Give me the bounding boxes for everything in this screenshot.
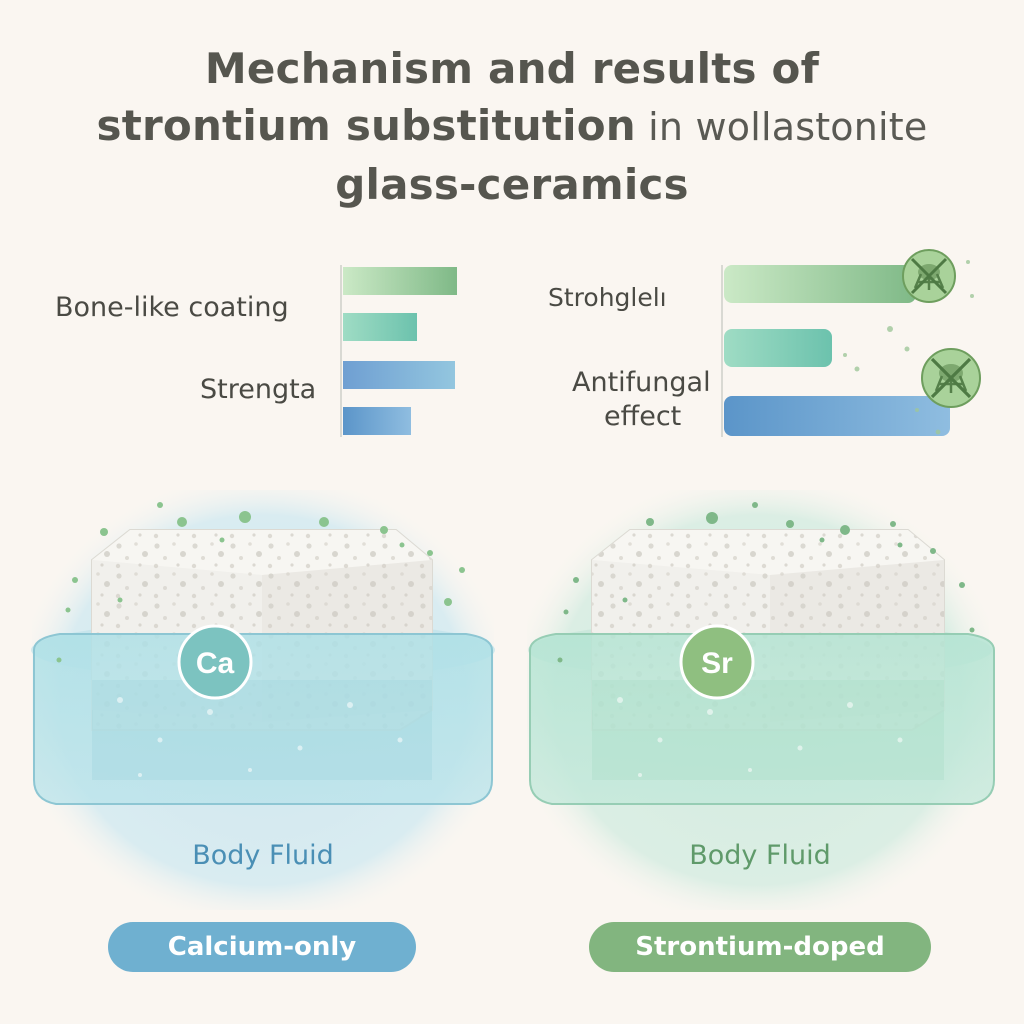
right-bar-3 bbox=[724, 396, 950, 436]
left-particles bbox=[56, 502, 465, 663]
left-bar-4 bbox=[343, 407, 411, 435]
page-title: Mechanism and results of strontium subst… bbox=[0, 40, 1024, 213]
ca-ion-text: Ca bbox=[196, 647, 235, 680]
left-body-fluid bbox=[33, 633, 493, 805]
sr-ion-text: Sr bbox=[701, 647, 733, 680]
label-strength: Strengta bbox=[200, 374, 317, 405]
sr-ion-badge bbox=[679, 624, 755, 700]
left-chart-bars bbox=[343, 267, 457, 435]
right-particles bbox=[557, 502, 975, 663]
label-bone-like-coating: Bone-like coating bbox=[55, 292, 289, 323]
right-fluid-label: Body Fluid bbox=[689, 840, 831, 871]
fungus-crossed-icon bbox=[902, 249, 956, 303]
label-antifungal: Antifungal bbox=[572, 367, 711, 398]
right-chart-particles bbox=[843, 260, 974, 435]
left-bar-3 bbox=[343, 361, 455, 389]
label-effect: effect bbox=[604, 401, 682, 432]
left-bar-1 bbox=[343, 267, 457, 295]
right-chart-bars bbox=[724, 265, 950, 436]
right-bar-1 bbox=[724, 265, 916, 303]
left-bar-2 bbox=[343, 313, 417, 341]
title-line-1: Mechanism and results of bbox=[204, 44, 820, 93]
ca-ion-badge bbox=[177, 624, 253, 700]
title-line-2: strontium substitution in wollastonite bbox=[0, 97, 1024, 156]
right-body-fluid bbox=[529, 633, 995, 805]
label-strength-right: Strohglelı bbox=[548, 283, 667, 312]
left-fluid-label: Body Fluid bbox=[192, 840, 334, 871]
title-light-part: in wollastonite bbox=[635, 105, 928, 149]
right-panel: Sr bbox=[527, 490, 995, 910]
calcium-only-pill: Calcium-only bbox=[108, 922, 416, 972]
left-panel: Ca bbox=[31, 490, 495, 910]
right-bar-2 bbox=[724, 329, 832, 367]
title-line-3: glass-ceramics bbox=[335, 160, 689, 209]
title-bold-part: strontium substitution bbox=[96, 101, 636, 150]
fungus-crossed-icon bbox=[921, 348, 981, 408]
strontium-doped-pill: Strontium-doped bbox=[589, 922, 931, 972]
